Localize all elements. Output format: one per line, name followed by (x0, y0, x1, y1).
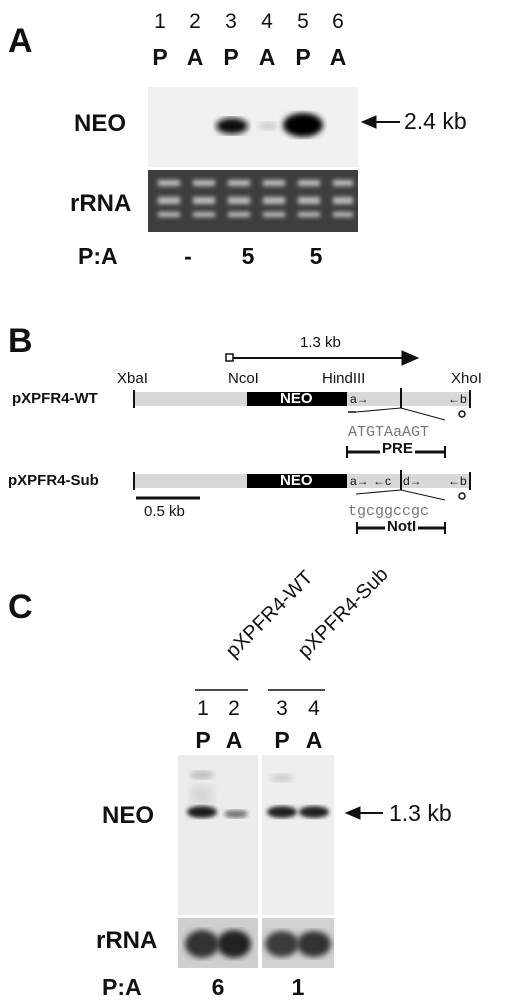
lane-type: P (295, 44, 311, 70)
primer-b-sub: ←b (448, 474, 467, 488)
neo-box-sub: NEO (280, 472, 313, 489)
pre-sequence: ATGTAaAGT (348, 424, 430, 441)
arrow-2-4kb (360, 115, 400, 129)
rrna-label-c: rRNA (96, 927, 158, 954)
lane-number: 2 (189, 10, 201, 33)
lane-number: 6 (332, 10, 344, 33)
neo-band-c-lane3 (267, 806, 297, 818)
lane-number: 3 (276, 697, 288, 720)
panel-b-letter: B (8, 322, 33, 360)
lane-type: A (258, 44, 276, 70)
noti-label: NotI (385, 518, 419, 535)
primer-a-sub: a→ (350, 474, 369, 488)
neo-band-c-lane1 (187, 806, 217, 818)
site-hindiii: HindIII (322, 370, 366, 387)
primer-a-wt: a→ (350, 392, 369, 406)
ratio-lanes-1-2: - (184, 243, 192, 269)
neo-label-c: NEO (102, 802, 155, 829)
transcript-arrow (225, 350, 420, 366)
lane-type: P (274, 727, 290, 753)
scale-bar-label: 0.5 kb (144, 503, 185, 520)
lane-type: A (329, 44, 347, 70)
smear-lane1 (190, 785, 214, 805)
pre-label: PRE (380, 440, 415, 457)
rrna-band-c-lane1 (185, 930, 219, 958)
neo-band-c-lane4 (299, 806, 329, 818)
size-marker-c: 1.3 kb (389, 800, 452, 826)
construct-wt-map (133, 388, 471, 458)
rrna-bands-a (158, 180, 353, 217)
neo-label-a: NEO (74, 110, 127, 137)
neo-band-c-lane2 (224, 810, 248, 818)
lane-number: 2 (228, 697, 240, 720)
upper-band-lane3 (270, 774, 294, 782)
lane-number: 3 (225, 10, 237, 33)
noti-sequence: tgcggccgc (348, 503, 430, 520)
lane-type: P (195, 727, 211, 753)
neo-blot-a (148, 87, 358, 167)
construct-sub-map (133, 470, 471, 534)
neo-blot-c-left (178, 755, 258, 915)
rrna-gel-a (148, 170, 358, 232)
site-ncoi: NcoI (228, 370, 259, 387)
lane-type: P (223, 44, 239, 70)
rrna-band-c-lane2 (217, 930, 251, 958)
primer-b-wt: ←b (448, 392, 467, 406)
neo-band-lane5 (283, 113, 323, 137)
ratio-lanes-3-4-c: 1 (291, 974, 305, 1000)
lane-type: A (186, 44, 204, 70)
construct-sub-name: pXPFR4-Sub (8, 472, 99, 489)
primer-d-sub: d→ (403, 474, 422, 488)
lane-number: 4 (261, 10, 273, 33)
lane-type: A (305, 727, 323, 753)
transcript-length: 1.3 kb (300, 334, 341, 351)
site-xbai: XbaI (117, 370, 148, 387)
neo-band-lane3 (216, 118, 248, 134)
neo-blot-c-right (262, 755, 334, 915)
neo-band-lane4 (258, 122, 278, 130)
rrna-band-c-lane4 (297, 931, 331, 957)
lane-type: A (225, 727, 243, 753)
arrow-1-3kb (344, 806, 383, 820)
panel-a-letter: A (8, 22, 33, 60)
rrna-label-a: rRNA (70, 190, 132, 217)
lane-number: 4 (308, 697, 320, 720)
lane-number: 1 (197, 697, 209, 720)
lane-number: 1 (154, 10, 166, 33)
lane-number: 5 (297, 10, 309, 33)
neo-box-wt: NEO (280, 390, 313, 407)
site-xhoi: XhoI (451, 370, 482, 387)
lane-type: P (152, 44, 168, 70)
pa-label-c: P:A (102, 974, 142, 1000)
pa-label-a: P:A (78, 243, 118, 269)
ratio-lanes-3-4: 5 (241, 243, 255, 269)
upper-band-lane1 (190, 771, 214, 779)
ratio-lanes-1-2-c: 6 (211, 974, 225, 1000)
size-marker-a: 2.4 kb (404, 108, 467, 134)
ratio-lanes-5-6: 5 (309, 243, 323, 269)
panel-c-letter: C (8, 588, 33, 626)
rrna-band-c-lane3 (265, 931, 299, 957)
primer-c-sub: ←c (373, 474, 391, 488)
construct-wt-name: pXPFR4-WT (12, 390, 98, 407)
